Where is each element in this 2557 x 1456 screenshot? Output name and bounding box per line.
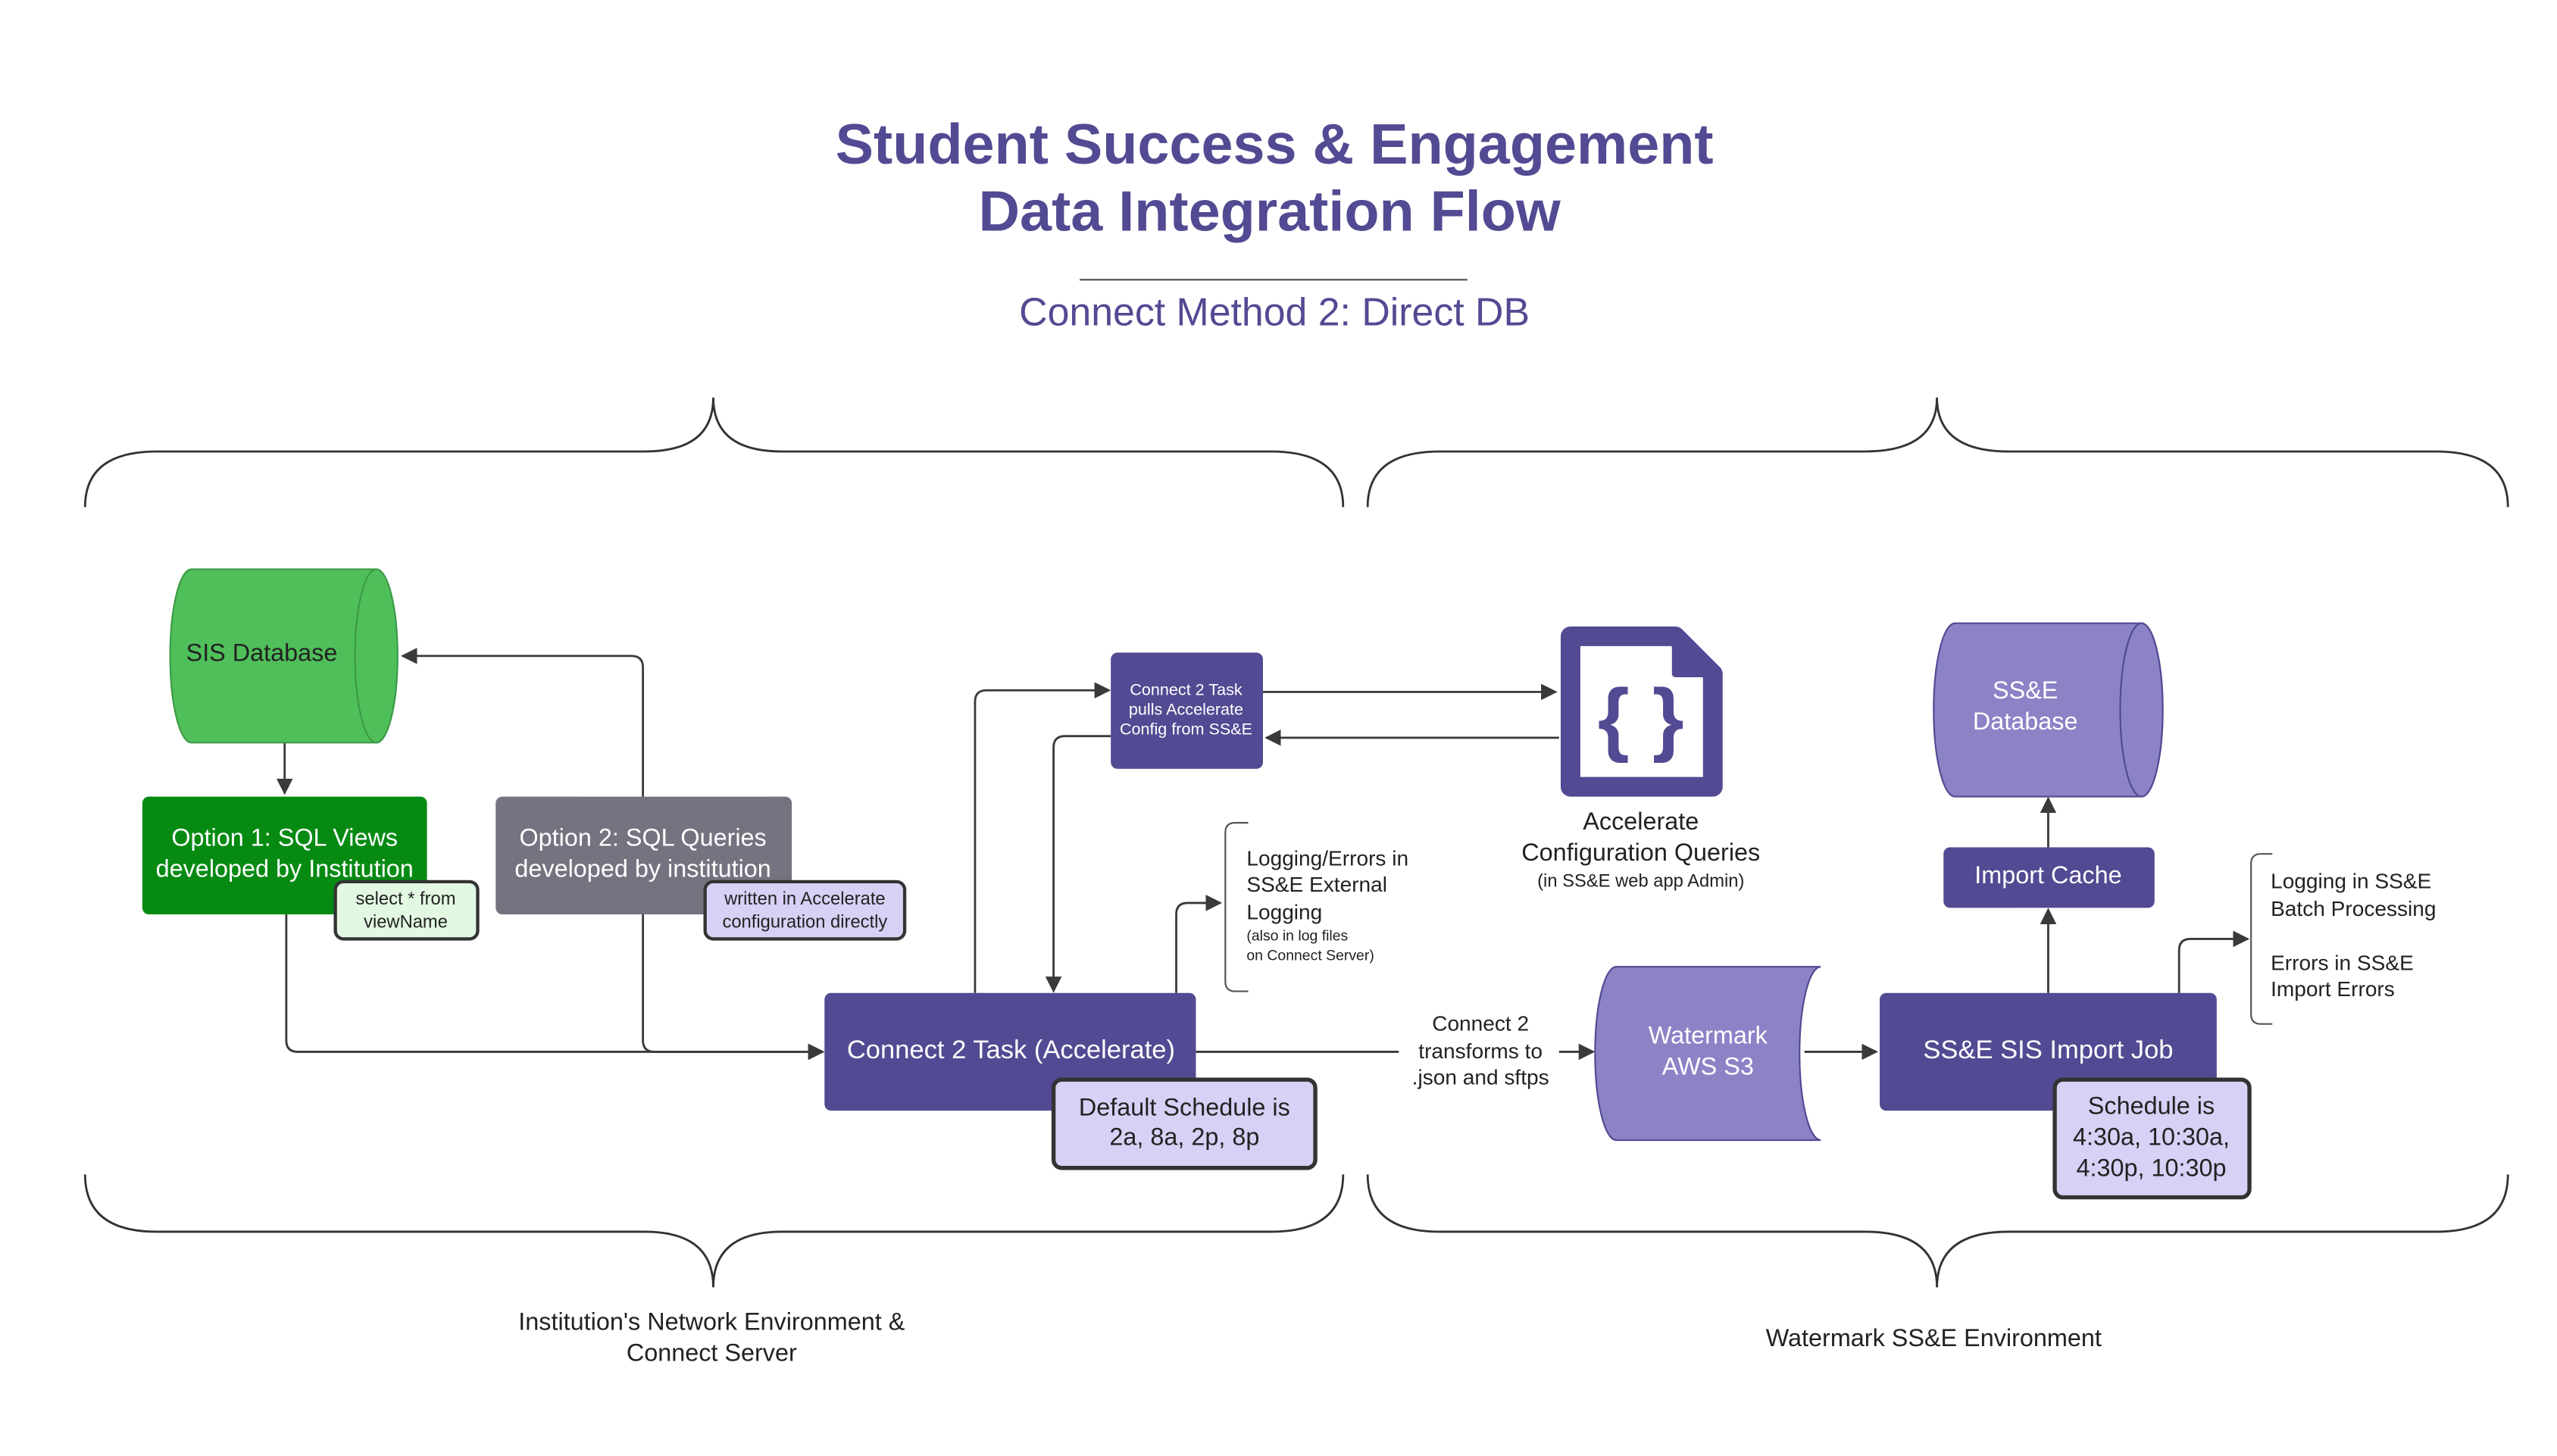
diagram-subtitle: Connect Method 2: Direct DB (1019, 290, 1530, 334)
default-schedule-note: Default Schedule is 2a, 8a, 2p, 8p (1051, 1077, 1318, 1170)
connect-task-config-line1: Connect 2 Task (1130, 680, 1243, 699)
logging-batch-line4: Import Errors (2271, 977, 2395, 1001)
arrow-small-task-to-connect-task (1045, 735, 1111, 993)
watermark-s3-line2: AWS S3 (1662, 1053, 1754, 1080)
logging-batch-line1: Logging in SS&E (2271, 870, 2431, 893)
connect-task-config-line3: Config from SS&E (1120, 720, 1252, 739)
region-institution-line1: Institution's Network Environment & (518, 1308, 905, 1336)
bottom-brace-institution (83, 1174, 1345, 1288)
logging-batch-bracket (2250, 853, 2273, 1025)
option1-label-line2: developed by Institution (156, 855, 414, 882)
option1-note: select * from viewName (333, 880, 480, 941)
transform-label-line2: transforms to (1418, 1039, 1543, 1063)
curly-braces-icon: { } (1598, 672, 1684, 764)
bottom-brace-watermark (1366, 1174, 2509, 1288)
connect-task-config-line2: pulls Accelerate (1129, 700, 1243, 719)
region-label-institution: Institution's Network Environment & Conn… (518, 1308, 905, 1367)
option2-label-line1: Option 2: SQL Queries (519, 823, 766, 851)
diagram-title-line1: Student Success & Engagement (836, 113, 1714, 177)
logging-batch-line3: Errors in SS&E (2271, 951, 2414, 974)
region-label-watermark: Watermark SS&E Environment (1766, 1324, 2102, 1351)
import-schedule-line1: Schedule is (2088, 1092, 2215, 1119)
logging-external-line1: Logging/Errors in (1246, 846, 1408, 870)
top-brace-watermark (1366, 397, 2509, 508)
option2-label-line2: developed by institution (514, 855, 771, 882)
option2-note-line1: written in Accelerate (724, 889, 886, 909)
option2-note: written in Accelerate configuration dire… (703, 880, 907, 941)
sse-database-line1: SS&E (1993, 676, 2058, 704)
arrow-option2-to-connect-task (642, 914, 825, 1061)
import-schedule-note: Schedule is 4:30a, 10:30a, 4:30p, 10:30p (2052, 1077, 2252, 1200)
config-queries-label-line1: Accelerate (1583, 808, 1699, 835)
watermark-s3-line1: Watermark (1649, 1022, 1768, 1049)
logging-external-line4: (also in log files (1246, 928, 1348, 945)
watermark-s3-node: Watermark AWS S3 (1594, 966, 1821, 1142)
diagram-title-line2: Data Integration Flow (978, 180, 1560, 243)
transform-label: Connect 2 transforms to .json and sftps (1412, 1011, 1549, 1089)
default-schedule-line1: Default Schedule is (1079, 1094, 1290, 1121)
config-queries-label-line3: (in SS&E web app Admin) (1537, 870, 1744, 891)
transform-label-line1: Connect 2 (1432, 1011, 1529, 1035)
arrow-import-job-to-logging (2177, 930, 2250, 993)
document-fold-icon (1671, 633, 1717, 677)
default-schedule-line2: 2a, 8a, 2p, 8p (1109, 1123, 1259, 1151)
import-schedule-line3: 4:30p, 10:30p (2076, 1154, 2226, 1182)
logging-external-bracket (1224, 822, 1249, 992)
option2-note-line2: configuration directly (722, 911, 887, 932)
region-institution-line2: Connect Server (627, 1339, 797, 1367)
option1-note-line2: viewName (364, 911, 448, 932)
arrow-option1-to-connect-task (285, 914, 825, 1061)
option1-note-line1: select * from (356, 889, 456, 909)
import-cache-label: Import Cache (1974, 861, 2121, 889)
arrow-connect-task-to-small-task (974, 682, 1111, 993)
top-brace-institution (83, 397, 1345, 508)
connect-task-label: Connect 2 Task (Accelerate) (847, 1036, 1175, 1064)
connect-task-config-node: Connect 2 Task pulls Accelerate Config f… (1111, 652, 1263, 769)
transform-label-line3: .json and sftps (1412, 1066, 1549, 1089)
config-queries-label-line2: Configuration Queries (1521, 839, 1760, 866)
sis-database-label: SIS Database (186, 639, 338, 666)
option1-label-line1: Option 1: SQL Views (171, 823, 398, 851)
arrow-connect-task-to-logging (1175, 895, 1222, 993)
sse-database-line2: Database (1973, 708, 2078, 735)
arrow-option2-to-sis (401, 648, 645, 797)
logging-batch-line2: Batch Processing (2271, 897, 2436, 920)
logging-external-line3: Logging (1246, 901, 1322, 924)
import-schedule-line2: 4:30a, 10:30a, (2073, 1123, 2230, 1151)
config-queries-node: { } Accelerate Configuration Queries (in… (1521, 626, 1760, 891)
sse-database-node: SS&E Database (1933, 622, 2164, 798)
logging-external-annotation: Logging/Errors in SS&E External Logging … (1224, 822, 1408, 992)
import-job-label: SS&E SIS Import Job (1923, 1036, 2173, 1064)
logging-external-line2: SS&E External (1246, 873, 1387, 896)
import-cache-node: Import Cache (1943, 847, 2155, 908)
sis-database-node: SIS Database (169, 568, 399, 744)
logging-external-line5: on Connect Server) (1246, 948, 1374, 964)
logging-batch-annotation: Logging in SS&E Batch Processing Errors … (2250, 853, 2436, 1025)
